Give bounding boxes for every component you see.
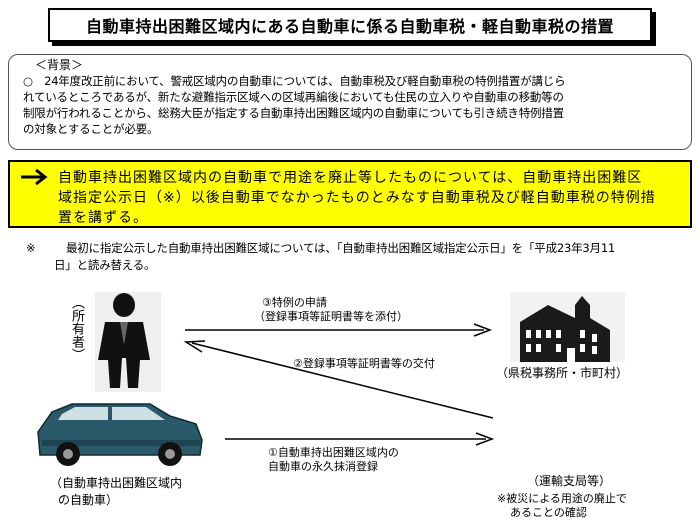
- step1-label-line-1: ①自動車持出困難区域内の: [268, 446, 399, 459]
- car-label-line-1: （自動車持出困難区域内: [50, 476, 183, 490]
- measure-line-3: 置を講ずる。: [58, 210, 148, 226]
- background-box: ＜背景＞ ○ 24年度改正前において、警戒区域内の自動車については、自動車税及び…: [8, 54, 692, 150]
- footnote-mark: ※: [26, 241, 36, 255]
- background-line-1: ○ 24年度改正前において、警戒区域内の自動車については、自動車税及び軽自動車税…: [23, 74, 566, 88]
- office-label: （県税事務所・市町村）: [496, 366, 629, 380]
- arrow-step2: [183, 340, 494, 419]
- arrow-step3: [185, 323, 493, 337]
- footnote-line-2: 日」と読み替える。: [54, 258, 156, 272]
- transport-note-line-1: ※被災による用途の廃止で: [497, 492, 627, 505]
- footnote-line-1: 最初に指定公示した自動車持出困難区域については、「自動車持出困難区域指定公示日」…: [66, 241, 616, 255]
- measure-box: 自動車持出困難区域内の自動車で用途を廃止等したものについては、自動車持出困難区 …: [8, 160, 692, 228]
- arrow-right-icon: [21, 168, 48, 186]
- measure-line-2: 域指定公示日（※）以後自動車でなかったものとみなす自動車税及び軽自動車税の特例措: [58, 190, 656, 206]
- background-line-4: の対象とすることが必要。: [23, 122, 159, 136]
- measure-line-1: 自動車持出困難区域内の自動車で用途を廃止等したものについては、自動車持出困難区: [58, 170, 643, 186]
- transport-label: （運輸支局等）: [527, 474, 612, 488]
- person-silhouette-icon: [95, 292, 161, 392]
- step1-label-line-2: 自動車の永久抹消登録: [268, 460, 378, 473]
- background-line-2: れているところであるが、新たな避難指示区域への区域再編後においても住民の立入りや…: [23, 90, 564, 104]
- owner-label: （所有者）: [69, 296, 84, 361]
- footnote: ※ 最初に指定公示した自動車持出困難区域については、「自動車持出困難区域指定公示…: [26, 240, 686, 274]
- page-title: 自動車持出困難区域内にある自動車に係る自動車税・軽自動車税の措置: [48, 8, 652, 42]
- background-line-3: 制限が行われることから、総務大臣が指定する自動車持出困難区域内の自動車についても…: [23, 106, 564, 120]
- government-building-icon: [510, 292, 625, 362]
- step3-label-line-2: （登録事項等証明書等を添付）: [254, 310, 408, 323]
- background-heading: ＜背景＞: [35, 58, 84, 72]
- car-icon: [37, 403, 203, 466]
- transport-note-line-2: あることの確認: [510, 506, 587, 519]
- car-label-line-2: の自動車）: [58, 493, 119, 507]
- step3-label-line-1: ③特例の申請: [262, 296, 327, 309]
- step2-label: ②登録事項等証明書等の交付: [293, 357, 435, 370]
- arrow-step1: [225, 432, 495, 446]
